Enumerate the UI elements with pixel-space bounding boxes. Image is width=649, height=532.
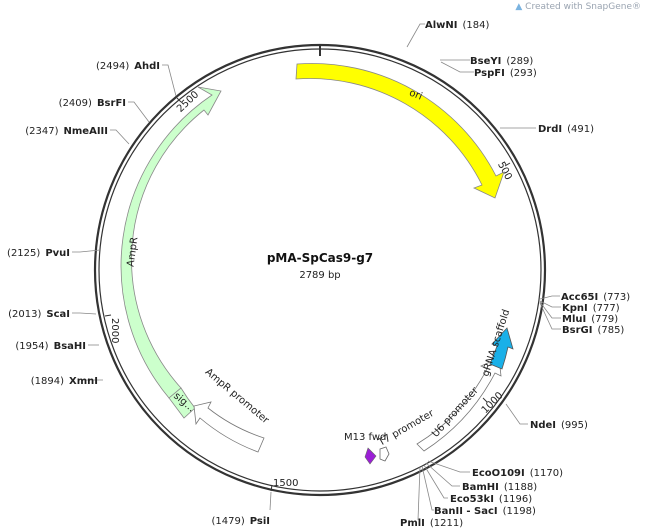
plasmid-size: 2789 bp <box>299 270 340 281</box>
site-leaders <box>72 23 561 521</box>
site-eco53ki: Eco53kI(1196) <box>450 494 532 505</box>
site-scai: (2013)ScaI <box>8 309 70 320</box>
m13-fwd-label: M13 fwd <box>344 432 386 443</box>
site-pmli: PmlI(1211) <box>400 518 463 529</box>
sig-feature <box>168 387 196 419</box>
site-alwni: AlwNI(184) <box>425 20 489 31</box>
site-bsrfi: (2409)BsrFI <box>59 98 126 109</box>
created-with-label: Created with SnapGene® <box>525 2 641 12</box>
site-xmni: (1894)XmnI <box>31 376 98 387</box>
site-bsahi: (1954)BsaHI <box>15 341 86 352</box>
plasmid-name: pMA-SpCas9-g7 <box>267 251 373 265</box>
site-pspfi: PspFI(293) <box>474 68 537 79</box>
tick-1500: 1500 <box>273 478 298 489</box>
site-banii-saci: BanII - SacI(1198) <box>434 506 536 517</box>
snapgene-watermark: ▲ Created with SnapGene® <box>515 2 641 12</box>
site-kpni: KpnI(777) <box>562 303 620 314</box>
site-labels: AlwNI(184) BseYI(289) PspFI(293) DrdI(49… <box>400 20 630 529</box>
u6-promoter-label: U6 promoter <box>430 385 481 440</box>
site-ahdi: (2494)AhdI <box>96 61 160 72</box>
t7-promoter-feature <box>379 446 390 462</box>
ampr-label: AmpR <box>125 236 140 267</box>
site-ecoo109i: EcoO109I(1170) <box>472 468 563 479</box>
site-psii: (1479)PsiI <box>211 516 270 527</box>
site-drdi: DrdI(491) <box>538 124 594 135</box>
snapgene-logo-icon: ▲ <box>515 2 523 12</box>
ori-label: ori <box>408 88 424 103</box>
site-ndei: NdeI(995) <box>530 420 588 431</box>
site-pvui: (2125)PvuI <box>7 248 70 259</box>
ori-feature <box>295 63 505 199</box>
site-acc65i: Acc65I(773) <box>561 292 630 303</box>
site-labels-left: (1479)PsiI (1894)XmnI (1954)BsaHI (2013)… <box>7 61 270 527</box>
site-bseyi: BseYI(289) <box>470 56 533 67</box>
tick-marks <box>104 97 511 492</box>
site-nmeaiii: (2347)NmeAIII <box>25 126 108 137</box>
site-bamhi: BamHI(1188) <box>462 482 537 493</box>
site-mlui: MluI(779) <box>562 314 618 325</box>
tick-2000: 2000 <box>109 318 120 343</box>
ampr-promoter-feature <box>193 401 265 453</box>
m13-fwd-feature <box>364 447 377 465</box>
site-bsrgi: BsrGI(785) <box>562 325 624 336</box>
grna-scaffold-feature <box>489 327 514 370</box>
